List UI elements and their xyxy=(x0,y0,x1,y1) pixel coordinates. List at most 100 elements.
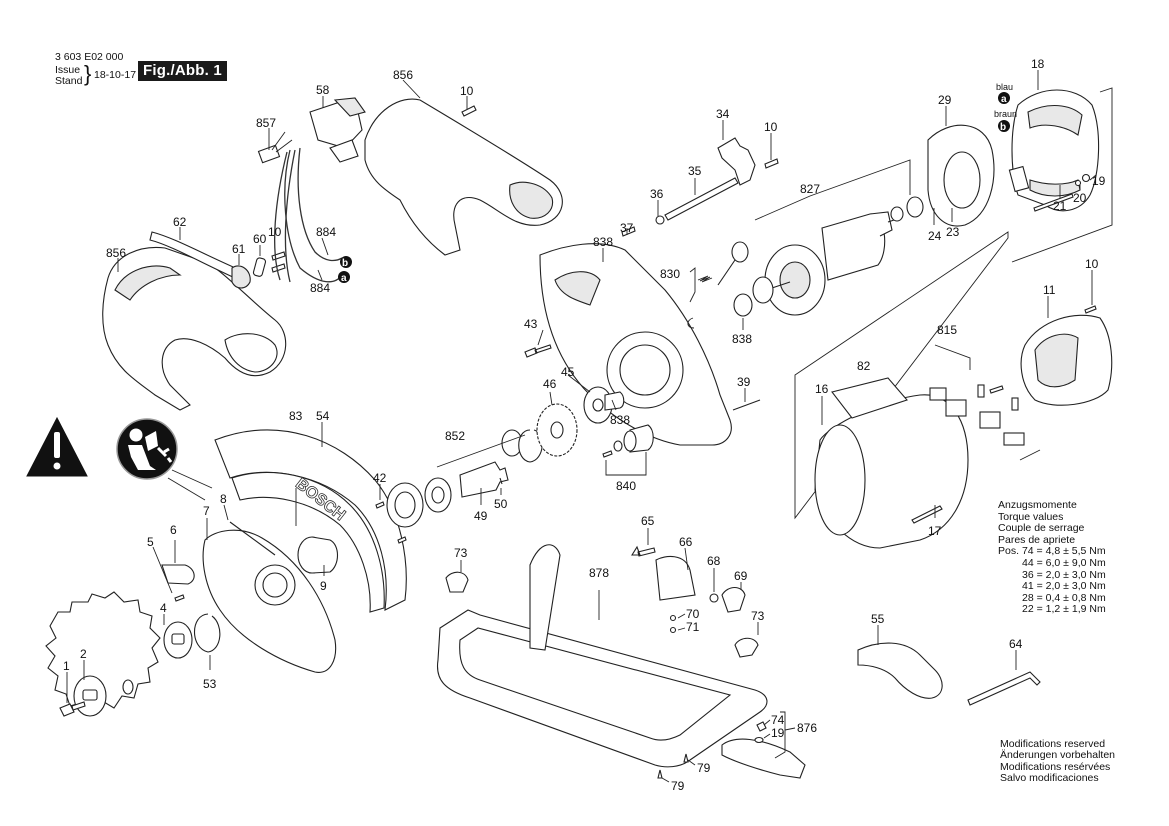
screw xyxy=(764,158,779,169)
bearing-flange-852 xyxy=(386,477,452,528)
callout-49: 49 xyxy=(474,509,488,523)
callout-35: 35 xyxy=(688,164,702,178)
blade-guard-7 xyxy=(202,529,337,673)
callout-19-top: 19 xyxy=(1092,174,1106,188)
callout-838-housing: 838 xyxy=(593,235,613,249)
callout-20: 20 xyxy=(1073,191,1087,205)
torque-row: 44 = 6,0 ± 9,0 Nm xyxy=(1022,556,1106,569)
bearing xyxy=(906,196,924,218)
callout-815: 815 xyxy=(937,323,957,337)
torque-title-de: Anzugsmomente xyxy=(998,499,1077,511)
armature-827 xyxy=(759,211,901,316)
callout-60: 60 xyxy=(253,232,267,246)
issue-bracket: } xyxy=(84,61,92,86)
wire-badge-a: a xyxy=(338,271,350,284)
figure-label: Fig./Abb. 1 xyxy=(138,61,227,81)
callout-46: 46 xyxy=(543,377,557,391)
lever-6 xyxy=(161,564,195,585)
screw-43 xyxy=(524,344,552,358)
wire-strand xyxy=(284,149,296,283)
callout-4: 4 xyxy=(160,601,167,615)
nut-19 xyxy=(1081,173,1091,183)
screw-42 xyxy=(375,501,385,509)
cable-clamp xyxy=(252,257,267,277)
blade-bolt-1 xyxy=(59,701,86,717)
svg-text:braun: braun xyxy=(994,109,1017,119)
callout-66: 66 xyxy=(679,535,693,549)
wire-badge-b-brown: braun b xyxy=(994,109,1017,133)
knob-73-left xyxy=(445,571,469,593)
bearing xyxy=(752,276,774,304)
callout-37: 37 xyxy=(620,221,634,235)
switch-assembly xyxy=(309,97,366,163)
flange-4 xyxy=(163,621,193,659)
washer-36 xyxy=(655,215,665,225)
callout-numbers: 1 2 4 5 6 7 8 9 53 54 83 857 58 856 10 6… xyxy=(63,57,1106,793)
flange-2 xyxy=(73,675,107,717)
callout-43: 43 xyxy=(524,317,538,331)
callout-1: 1 xyxy=(63,659,70,673)
screw-65 xyxy=(631,545,656,557)
pin-39 xyxy=(732,399,761,411)
screw-79 xyxy=(657,769,663,779)
washer xyxy=(890,206,904,222)
svg-text:b: b xyxy=(1000,122,1006,133)
stand-label: Stand xyxy=(55,75,83,87)
callout-9: 9 xyxy=(320,579,327,593)
torque-title-fr: Couple de serrage xyxy=(998,522,1085,535)
callout-856-left: 856 xyxy=(106,246,126,260)
wire-badge-a-blue: blau a xyxy=(996,82,1013,105)
spindle-lock-lever-34 xyxy=(717,137,756,186)
screw xyxy=(1084,305,1097,314)
gear-housing xyxy=(539,243,732,446)
callout-73-right: 73 xyxy=(751,609,765,623)
callout-62: 62 xyxy=(173,215,187,229)
terminal-plate xyxy=(1008,165,1030,193)
screw xyxy=(174,594,185,602)
callout-29: 29 xyxy=(938,93,952,107)
callout-19-bottom: 19 xyxy=(771,726,785,740)
wire-884-b xyxy=(297,147,343,262)
fan-baffle-29 xyxy=(927,124,995,227)
washer-19 xyxy=(754,736,764,744)
document-number: 3 603 E02 000 xyxy=(55,51,124,63)
callout-50: 50 xyxy=(494,497,508,511)
modifications-es: Salvo modificaciones xyxy=(1000,772,1099,785)
washer-20 xyxy=(1074,179,1082,187)
callout-53: 53 xyxy=(203,677,217,691)
callout-61: 61 xyxy=(232,242,246,256)
svg-text:blau: blau xyxy=(996,82,1013,92)
wire-strand xyxy=(274,151,288,281)
torque-title-es: Pares de apriete xyxy=(998,533,1076,546)
callout-8: 8 xyxy=(220,492,227,506)
callout-82: 82 xyxy=(857,359,871,373)
pin-50 xyxy=(499,477,503,485)
knob-73-right xyxy=(734,637,759,658)
callout-65: 65 xyxy=(641,514,655,528)
svg-text:a: a xyxy=(341,273,347,284)
callout-34: 34 xyxy=(716,107,730,121)
icon-leader-line xyxy=(171,469,213,489)
suppressor-857 xyxy=(257,131,293,164)
screw-21 xyxy=(1033,193,1074,212)
callout-884-top: 884 xyxy=(316,225,336,239)
callout-10-cap: 10 xyxy=(1085,257,1099,271)
torque-row: 22 = 1,2 ± 1,9 Nm xyxy=(1022,603,1106,616)
torque-row: 28 = 0,4 ± 0,8 Nm xyxy=(1022,591,1106,604)
callout-74: 74 xyxy=(771,713,785,727)
callout-830: 830 xyxy=(660,267,680,281)
parallel-guide-876 xyxy=(721,738,806,779)
issue-date: 18-10-17 xyxy=(94,69,137,81)
knob-69 xyxy=(721,586,746,613)
callout-10-handle: 10 xyxy=(268,225,282,239)
screw xyxy=(271,251,286,261)
torque-row: 36 = 2,0 ± 3,0 Nm xyxy=(1022,568,1106,581)
sleeve-9 xyxy=(297,536,339,574)
callout-68: 68 xyxy=(707,554,721,568)
callout-838-bushing: 838 xyxy=(610,413,630,427)
callout-71: 71 xyxy=(686,620,700,634)
group-frame xyxy=(1011,87,1113,263)
motor-housing-16 xyxy=(814,394,969,549)
callout-2: 2 xyxy=(80,647,87,661)
